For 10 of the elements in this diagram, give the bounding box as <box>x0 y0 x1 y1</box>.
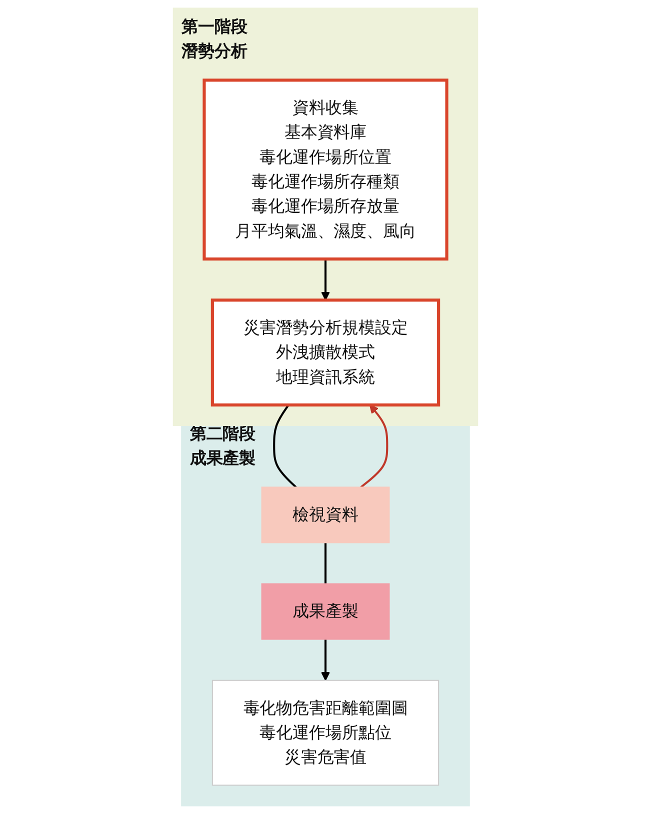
connector <box>324 542 327 584</box>
node-box: 災害潛勢分析規模設定 外洩擴散模式 地理資訊系統 <box>210 298 440 406</box>
node-box: 毒化物危害距離範圍圖 毒化運作場所點位 災害危害值 <box>212 680 440 786</box>
node-box: 資料收集 基本資料庫 毒化運作場所位置 毒化運作場所存種類 毒化運作場所存放量 月平均氣溫、濕度、風向 <box>202 78 448 261</box>
connector <box>273 404 297 488</box>
arrow <box>320 639 330 681</box>
arrow <box>360 404 388 488</box>
node-box: 成果產製 <box>261 583 390 640</box>
node-box: 檢視資料 <box>261 486 390 544</box>
arrow <box>320 259 330 301</box>
